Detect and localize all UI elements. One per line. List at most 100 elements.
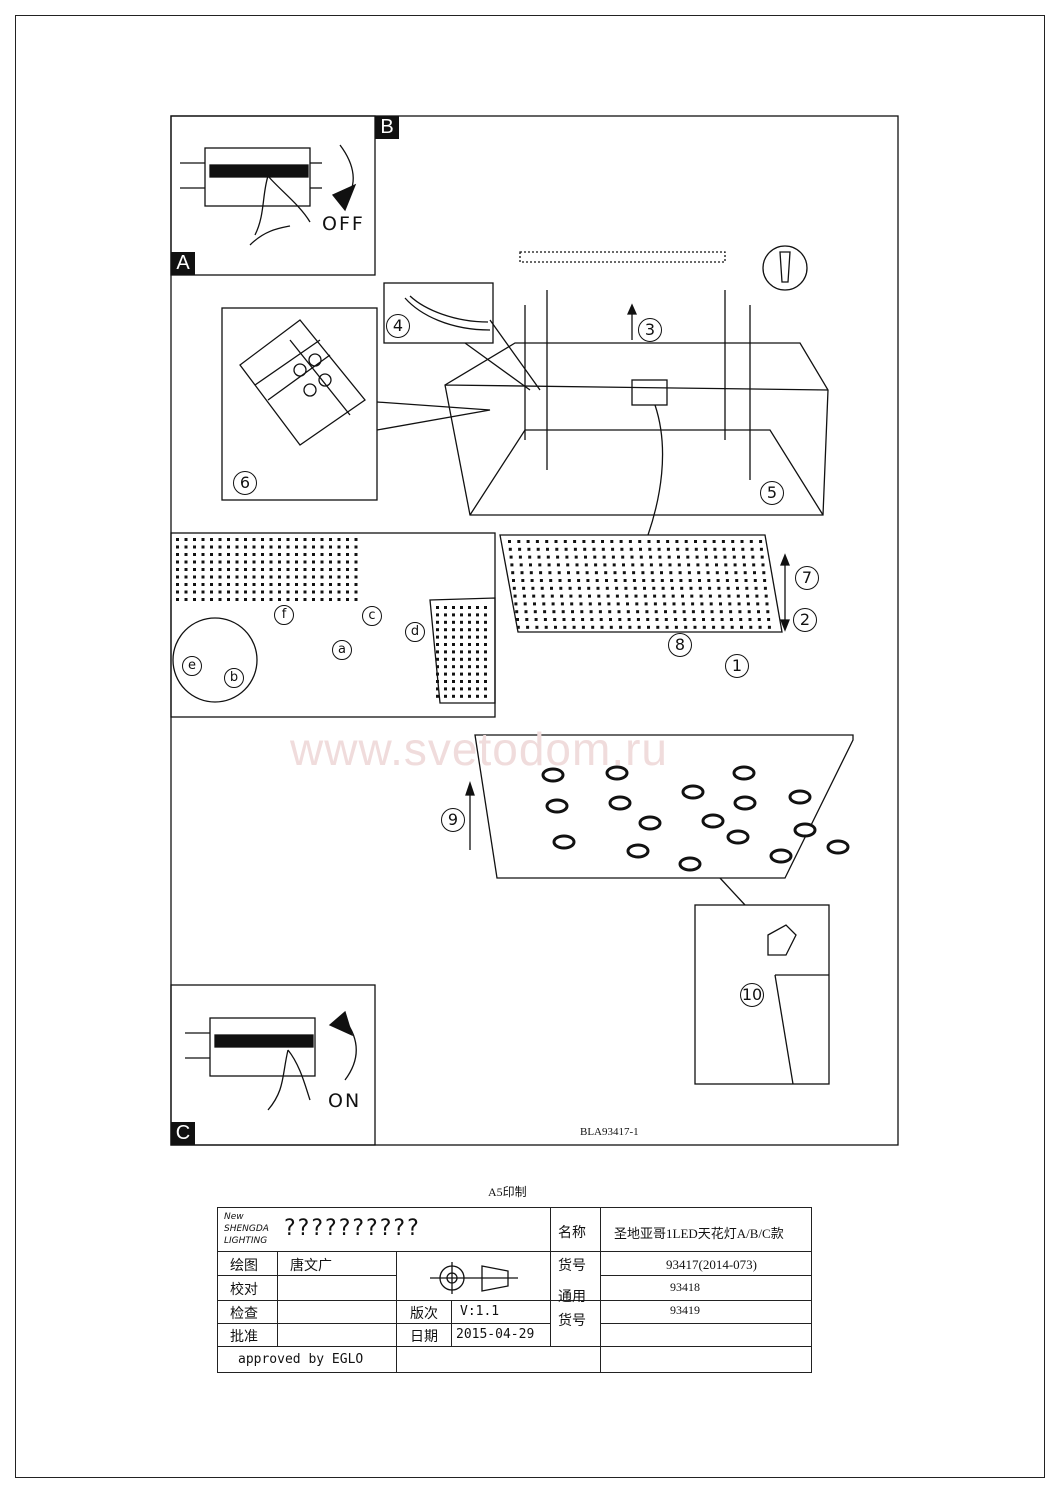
led-dot xyxy=(683,618,687,621)
led-dot xyxy=(244,568,247,571)
led-dot xyxy=(679,579,683,582)
date-value: 2015-04-29 xyxy=(456,1327,535,1342)
led-dot xyxy=(515,610,519,614)
led-dot xyxy=(346,560,349,564)
light-hole xyxy=(681,784,705,800)
led-dot xyxy=(546,547,549,551)
led-dot xyxy=(452,657,455,661)
led-dot xyxy=(476,672,479,676)
led-dot xyxy=(546,555,550,559)
led-dot xyxy=(649,563,653,567)
led-dot xyxy=(657,547,661,551)
led-dot xyxy=(286,583,290,586)
led-dot xyxy=(184,560,188,564)
led-dot xyxy=(715,571,719,575)
led-dot xyxy=(638,540,642,543)
light-hole xyxy=(541,767,565,783)
ceiling-base xyxy=(444,342,829,516)
led-dot xyxy=(460,620,463,624)
company-logo: New SHENGDA LIGHTING xyxy=(224,1212,269,1246)
led-dot xyxy=(577,579,581,582)
led-dot xyxy=(269,583,273,586)
led-dot xyxy=(684,540,688,543)
led-dot xyxy=(572,625,576,629)
led-dot xyxy=(567,571,570,575)
led-dot xyxy=(235,545,239,549)
led-dot xyxy=(444,665,447,669)
led-dot xyxy=(337,590,341,594)
led-dot xyxy=(218,545,222,549)
led-dot xyxy=(193,583,196,586)
led-dot xyxy=(235,583,239,586)
led-dot xyxy=(550,594,554,598)
led-dot xyxy=(720,618,724,621)
led-dot xyxy=(354,538,358,541)
led-dot xyxy=(687,571,691,575)
led-dot xyxy=(687,563,691,567)
led-dot xyxy=(227,568,230,571)
led-dot xyxy=(320,575,324,579)
step-number-8: 8 xyxy=(668,633,692,657)
led-dot xyxy=(612,563,616,567)
led-dot xyxy=(476,606,479,609)
led-dot xyxy=(723,555,727,559)
panel-c-switch-on xyxy=(170,984,376,1146)
led-dot xyxy=(740,540,744,543)
led-dot xyxy=(586,579,590,582)
led-dot xyxy=(671,594,675,598)
led-dot xyxy=(610,540,614,543)
name-value: 圣地亚哥1LED天花灯A/B/C款 xyxy=(614,1226,784,1241)
led-dot xyxy=(201,598,205,601)
led-dot xyxy=(675,540,679,543)
led-dot xyxy=(584,563,588,567)
led-dot xyxy=(681,602,685,606)
led-dot xyxy=(244,575,247,579)
led-dot xyxy=(625,594,629,598)
led-dot xyxy=(724,563,728,567)
led-dot xyxy=(184,545,188,549)
led-dot xyxy=(525,618,529,621)
led-dot xyxy=(261,553,264,556)
led-dot xyxy=(337,583,341,586)
led-dot xyxy=(252,590,256,594)
led-dot xyxy=(210,553,213,556)
led-dot xyxy=(636,618,640,621)
led-dot xyxy=(176,583,179,586)
led-dot xyxy=(436,635,439,639)
led-dot xyxy=(218,553,222,556)
led-dot xyxy=(193,575,196,579)
led-dot xyxy=(346,545,349,549)
common-label: 货号 xyxy=(558,1313,586,1329)
led-dot xyxy=(534,618,538,621)
led-dot xyxy=(659,563,663,567)
led-dot xyxy=(227,598,230,601)
led-dot xyxy=(176,553,179,556)
led-dot xyxy=(628,540,632,543)
led-dot xyxy=(484,635,487,639)
led-dot xyxy=(581,618,585,621)
led-dot xyxy=(751,555,755,559)
led-dot xyxy=(598,602,602,606)
led-dot xyxy=(712,625,716,629)
led-dot xyxy=(312,598,315,601)
led-dot xyxy=(670,586,674,590)
led-dot xyxy=(210,590,213,594)
led-dot xyxy=(312,553,315,556)
led-dot xyxy=(235,590,239,594)
led-dot xyxy=(444,635,447,639)
led-dot xyxy=(602,555,606,559)
led-dot xyxy=(346,590,349,594)
led-dot xyxy=(468,680,471,683)
led-dot xyxy=(286,590,290,594)
led-dot xyxy=(184,590,188,594)
led-dot xyxy=(176,545,179,549)
led-dot xyxy=(436,628,439,632)
led-dot xyxy=(722,547,726,551)
led-dot xyxy=(641,571,645,575)
led-dot xyxy=(711,618,715,621)
panel-label-a: A xyxy=(171,252,195,275)
led-dot xyxy=(184,553,188,556)
led-dot xyxy=(460,643,463,646)
led-dot xyxy=(727,594,731,598)
led-dot xyxy=(660,571,663,575)
